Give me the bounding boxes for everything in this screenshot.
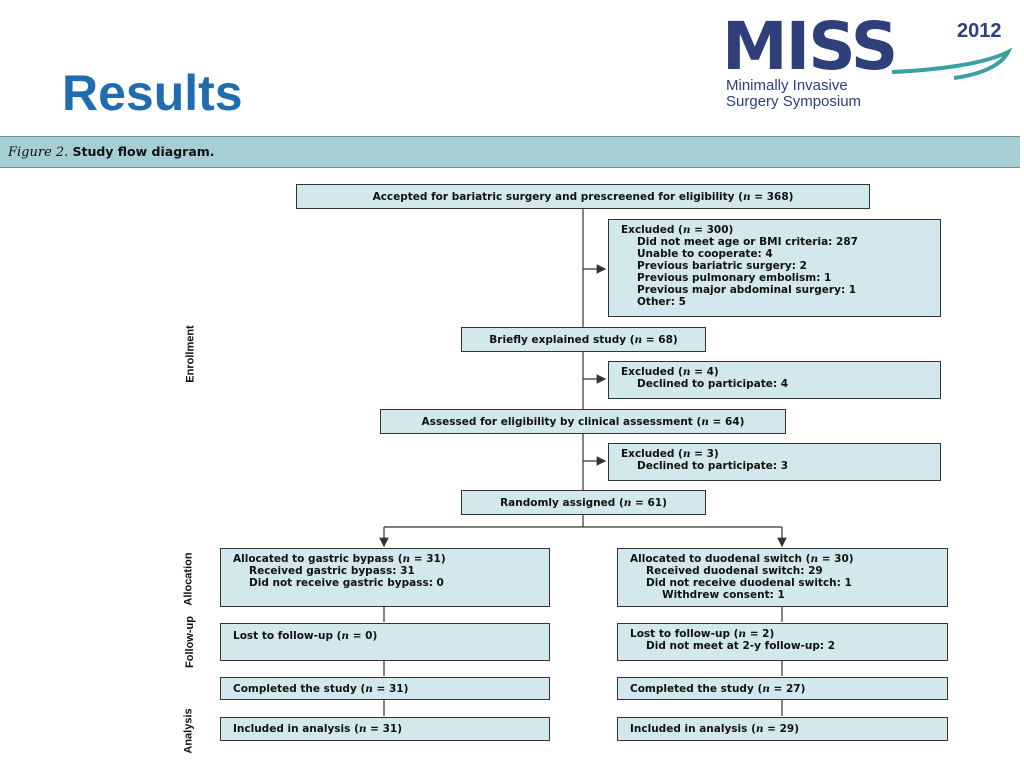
figure-caption: Figure 2. Study flow diagram. [8, 144, 215, 160]
stage-label-enrollment: Enrollment [184, 325, 197, 383]
completed-duodenal-switch-box: Completed the study (n = 27) [617, 677, 948, 700]
logo-main-text: MISS [722, 8, 898, 85]
miss-2012-logo: MISS 2012 Minimally Invasive Surgery Sym… [722, 14, 1012, 114]
analysis-duodenal-switch-box: Included in analysis (n = 29) [617, 717, 948, 741]
exclusion-reason: Other: 5 [637, 296, 686, 308]
explained-box: Briefly explained study (n = 68) [461, 327, 706, 352]
logo-subtitle-line1: Minimally Invasive [726, 77, 848, 94]
prescreened-box: Accepted for bariatric surgery and presc… [296, 184, 870, 209]
lost-followup-gastric-bypass-box: Lost to follow-up (n = 0) [220, 623, 550, 661]
excluded-heading: Excluded (n = 3) [621, 448, 719, 460]
logo-year: 2012 [957, 20, 1002, 42]
slide-title: Results [62, 65, 243, 121]
allocation-gastric-bypass-box: Allocated to gastric bypass (n = 31) Rec… [220, 548, 550, 607]
excluded-heading: Excluded (n = 4) [621, 366, 719, 378]
stage-label-followup: Follow-up [183, 616, 196, 668]
exclusion-reason: Unable to cooperate: 4 [637, 248, 773, 260]
allocation-duodenal-switch-box: Allocated to duodenal switch (n = 30) Re… [617, 548, 948, 607]
excluded-box-1: Excluded (n = 300) Did not meet age or B… [608, 219, 941, 317]
excluded-box-3: Excluded (n = 3) Declined to participate… [608, 443, 941, 481]
exclusion-reason: Declined to participate: 3 [637, 460, 789, 472]
logo-subtitle-line2: Surgery Symposium [726, 93, 862, 110]
exclusion-reason: Previous bariatric surgery: 2 [637, 260, 807, 272]
excluded-heading: Excluded (n = 300) [621, 224, 734, 236]
figure-caption-bar: Figure 2. Study flow diagram. [0, 136, 1020, 168]
assessed-box: Assessed for eligibility by clinical ass… [380, 409, 786, 434]
exclusion-reason: Previous pulmonary embolism: 1 [637, 272, 832, 284]
completed-gastric-bypass-box: Completed the study (n = 31) [220, 677, 550, 700]
excluded-box-2: Excluded (n = 4) Declined to participate… [608, 361, 941, 399]
stage-label-allocation: Allocation [182, 552, 195, 606]
logo-swoosh-icon [891, 47, 1012, 80]
figure-label: Figure 2. [8, 145, 69, 160]
figure-title: Study flow diagram. [72, 144, 215, 159]
lost-followup-duodenal-switch-box: Lost to follow-up (n = 2) Did not meet a… [617, 623, 948, 661]
analysis-gastric-bypass-box: Included in analysis (n = 31) [220, 717, 550, 741]
stage-label-analysis: Analysis [182, 708, 195, 754]
exclusion-reason: Did not meet age or BMI criteria: 287 [637, 236, 858, 248]
exclusion-reason: Previous major abdominal surgery: 1 [637, 284, 857, 296]
randomized-box: Randomly assigned (n = 61) [461, 490, 706, 515]
exclusion-reason: Declined to participate: 4 [637, 378, 789, 390]
